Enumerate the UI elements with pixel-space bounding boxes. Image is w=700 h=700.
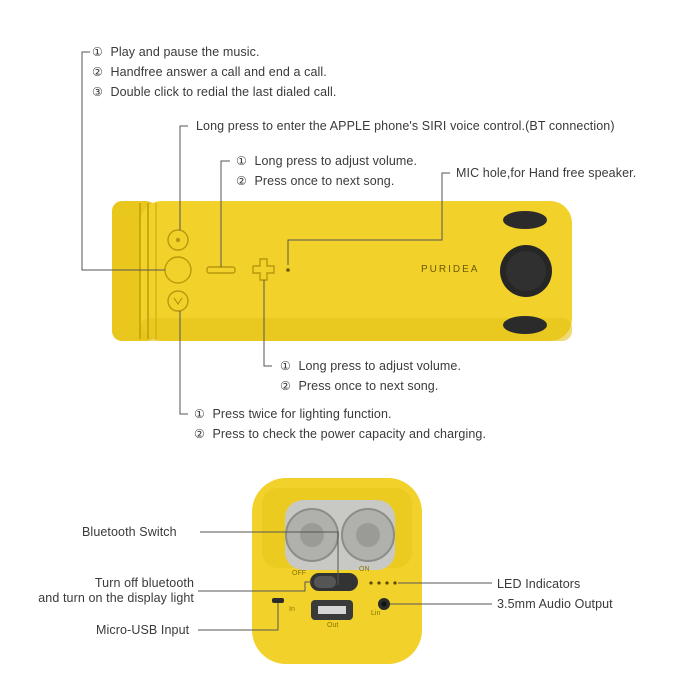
in-label: In [289, 606, 295, 613]
callout-text: Press to check the power capacity and ch… [212, 427, 487, 441]
marker-2: ② [194, 427, 205, 441]
marker-2: ② [236, 174, 247, 188]
callout-line: ② Handfree answer a call and end a call. [92, 65, 327, 80]
callout-text: Play and pause the music. [110, 45, 260, 59]
micro-usb-port [272, 598, 284, 603]
leader-lines-top [81, 51, 450, 415]
led-indicators [393, 581, 397, 585]
marker-2: ② [92, 65, 103, 79]
callout-line: ① Long press to adjust volume. [236, 154, 417, 169]
marker-1: ① [280, 359, 291, 373]
callout-text: Long press to adjust volume. [254, 154, 418, 168]
off-label: OFF [292, 570, 306, 577]
callout-line: ① Press twice for lighting function. [194, 407, 392, 422]
callout-text: Press once to next song. [254, 174, 395, 188]
on-label: ON [359, 566, 370, 573]
audio-output-label: 3.5mm Audio Output [497, 597, 613, 611]
callout-text: Double click to redial the last dialed c… [110, 85, 337, 99]
callout-line: ② Press once to next song. [280, 379, 438, 394]
marker-3: ③ [92, 85, 103, 99]
callout-text: Long press to adjust volume. [298, 359, 462, 373]
speaker-body-front [252, 478, 422, 664]
brand-logo: PURIDEA [421, 264, 480, 275]
leader-lines-bottom [198, 531, 492, 631]
marker-1: ① [236, 154, 247, 168]
bluetooth-switch-label: Bluetooth Switch [82, 525, 177, 539]
marker-1: ① [194, 407, 205, 421]
callout-text: Handfree answer a call and end a call. [110, 65, 327, 79]
plus-button [252, 258, 275, 281]
mic-callout: MIC hole,for Hand free speaker. [456, 166, 637, 180]
speaker-body-side [112, 201, 572, 341]
turn-off-label-line2: and turn on the display light [38, 591, 194, 605]
top-grille [503, 211, 547, 229]
callout-line: ① Play and pause the music. [92, 45, 260, 60]
siri-button [167, 229, 189, 251]
marker-2: ② [280, 379, 291, 393]
callout-text: Press twice for lighting function. [212, 407, 392, 421]
bottom-grille [503, 316, 547, 334]
control-buttons [164, 229, 290, 312]
callout-line: ① Long press to adjust volume. [280, 359, 461, 374]
siri-callout: Long press to enter the APPLE phone's SI… [196, 119, 615, 133]
bluetooth-switch-knob [314, 576, 336, 588]
turn-off-label-line1: Turn off bluetooth [94, 576, 194, 590]
lin-label: Lin [371, 610, 381, 617]
led-label: LED Indicators [497, 577, 581, 591]
light-button [167, 290, 189, 312]
mic-hole [286, 268, 290, 272]
callout-text: Press once to next song. [298, 379, 439, 393]
callout-line: ② Press once to next song. [236, 174, 394, 189]
marker-1: ① [92, 45, 103, 59]
callout-line: ② Press to check the power capacity and … [194, 427, 486, 442]
micro-usb-label: Micro-USB Input [96, 623, 190, 637]
speaker-tube [140, 201, 572, 341]
callout-line: ③ Double click to redial the last dialed… [92, 85, 336, 100]
out-label: Out [327, 622, 339, 629]
